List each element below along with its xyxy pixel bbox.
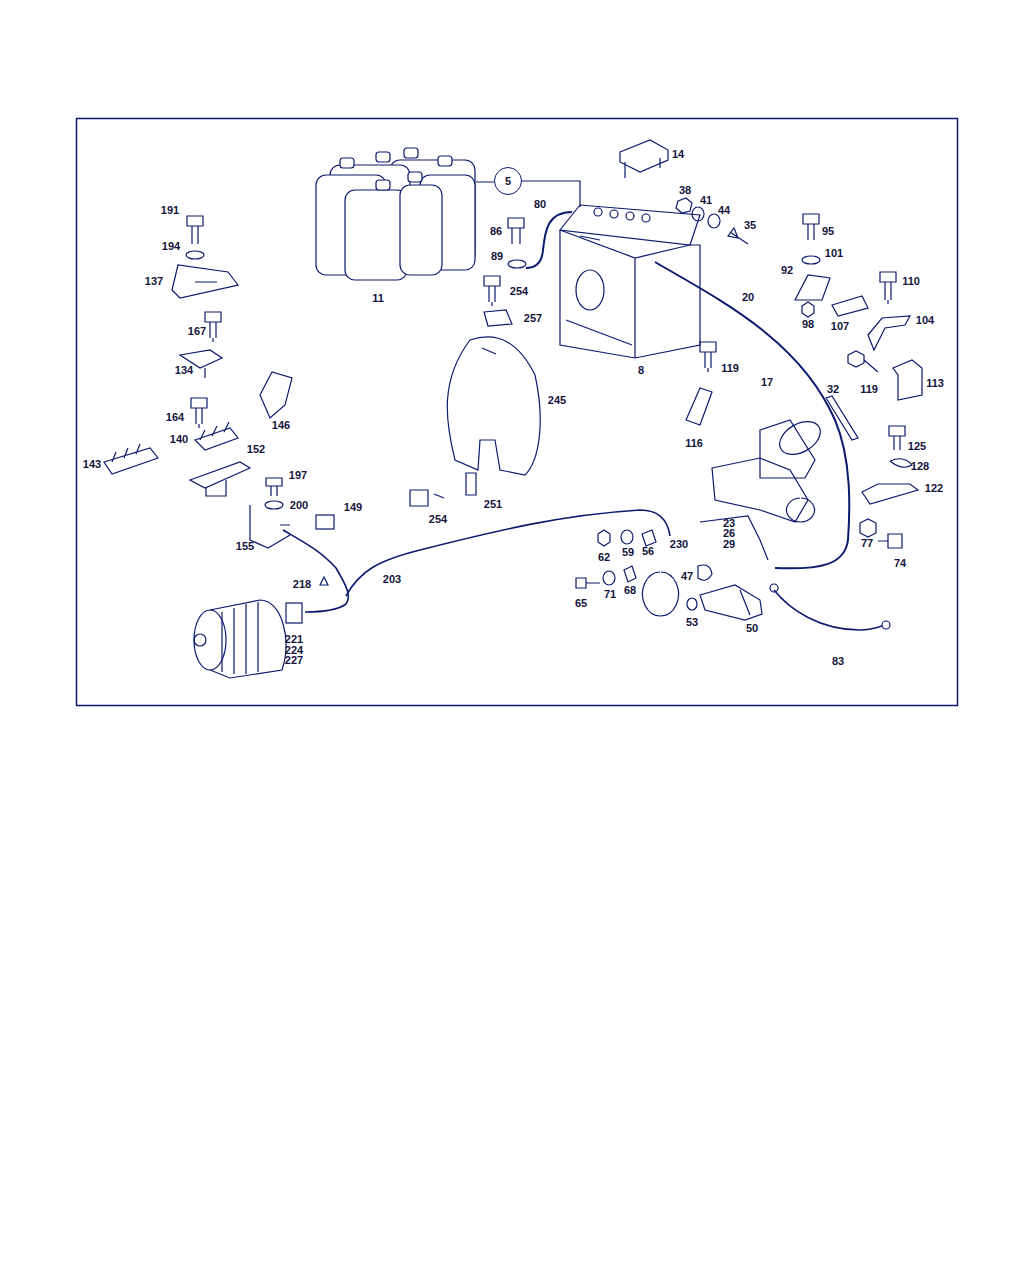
callout-number: 167 <box>188 325 206 337</box>
callout-number: 74 <box>894 557 906 569</box>
callout-number: 44 <box>718 204 730 216</box>
callout-number: 89 <box>491 250 503 262</box>
callout-number: 227 <box>285 654 303 666</box>
callout-number: 191 <box>161 204 179 216</box>
callout-number: 116 <box>685 437 703 449</box>
callout-number: 17 <box>761 376 773 388</box>
starter-motor <box>712 415 826 522</box>
alternator <box>194 600 286 678</box>
callout-number: 254 <box>429 513 447 525</box>
leader-line <box>476 181 580 207</box>
callout-number: 113 <box>926 377 944 389</box>
callout-number: 251 <box>484 498 502 510</box>
callout-number: 38 <box>679 184 691 196</box>
battery <box>560 205 700 358</box>
hardware <box>576 530 762 620</box>
callout-number: 8 <box>638 364 644 376</box>
callout-number: 50 <box>746 622 758 634</box>
callout-number: 143 <box>83 458 101 470</box>
callout-number: 125 <box>908 440 926 452</box>
callout-number: 11 <box>372 292 384 304</box>
callout-number: 137 <box>145 275 163 287</box>
terminal <box>580 236 600 240</box>
callout-number: 5 <box>505 175 511 187</box>
callout-number: 29 <box>723 538 735 550</box>
callout-number: 71 <box>604 588 616 600</box>
heat-shield <box>447 337 540 475</box>
callout-number: 149 <box>344 501 362 513</box>
callout-number: 77 <box>861 537 873 549</box>
callout-number: 218 <box>293 578 311 590</box>
callout-number: 65 <box>575 597 587 609</box>
water-containers <box>316 148 475 280</box>
callout-number: 200 <box>290 499 308 511</box>
callout-number: 221 <box>285 633 303 645</box>
callout-number: 110 <box>902 275 920 287</box>
callout-number: 86 <box>490 225 502 237</box>
callout-number: 20 <box>742 291 754 303</box>
callout-number: 146 <box>272 419 290 431</box>
brackets <box>104 265 922 548</box>
callout-number: 107 <box>831 320 849 332</box>
terminal-cover <box>620 140 668 178</box>
callout-number: 254 <box>510 285 528 297</box>
callout-number: 203 <box>383 573 401 585</box>
connector <box>286 603 302 623</box>
battery-cable <box>655 262 849 568</box>
wire <box>700 516 768 560</box>
callout-number: 80 <box>534 198 546 210</box>
callout-number: 101 <box>825 247 843 259</box>
callout-number: 134 <box>175 364 193 376</box>
reference-circle: 5 <box>494 167 522 195</box>
ground-cable <box>774 590 882 630</box>
callout-number: 128 <box>911 460 929 472</box>
callout-number: 62 <box>598 551 610 563</box>
callout-number: 68 <box>624 584 636 596</box>
callout-number: 56 <box>642 545 654 557</box>
callout-number: 245 <box>548 394 566 406</box>
wiring-harness <box>283 510 670 612</box>
callout-number: 59 <box>622 546 634 558</box>
plug <box>320 577 328 585</box>
hardware <box>186 198 912 548</box>
callout-number: 53 <box>686 616 698 628</box>
callout-number: 95 <box>822 225 834 237</box>
callout-number: 122 <box>925 482 943 494</box>
callout-number: 47 <box>681 570 693 582</box>
callout-number: 26 <box>723 527 735 539</box>
clip <box>410 473 476 506</box>
callout-number: 104 <box>916 314 934 326</box>
callout-number: 230 <box>670 538 688 550</box>
clip <box>484 310 512 326</box>
callout-number: 14 <box>672 148 684 160</box>
callout-number: 119 <box>860 383 878 395</box>
callout-number: 194 <box>162 240 180 252</box>
callout-number: 92 <box>781 264 793 276</box>
callout-number: 83 <box>832 655 844 667</box>
callout-number: 119 <box>721 362 739 374</box>
battery-cable <box>526 212 572 268</box>
frame <box>77 119 958 706</box>
callout-number: 155 <box>236 540 254 552</box>
callout-number: 164 <box>166 411 184 423</box>
callout-number: 152 <box>247 443 265 455</box>
callout-number: 257 <box>524 312 542 324</box>
callout-number: 32 <box>827 383 839 395</box>
callout-number: 35 <box>744 219 756 231</box>
callout-number: 41 <box>700 194 712 206</box>
callout-number: 197 <box>289 469 307 481</box>
callout-number: 140 <box>170 433 188 445</box>
callout-number: 98 <box>802 318 814 330</box>
